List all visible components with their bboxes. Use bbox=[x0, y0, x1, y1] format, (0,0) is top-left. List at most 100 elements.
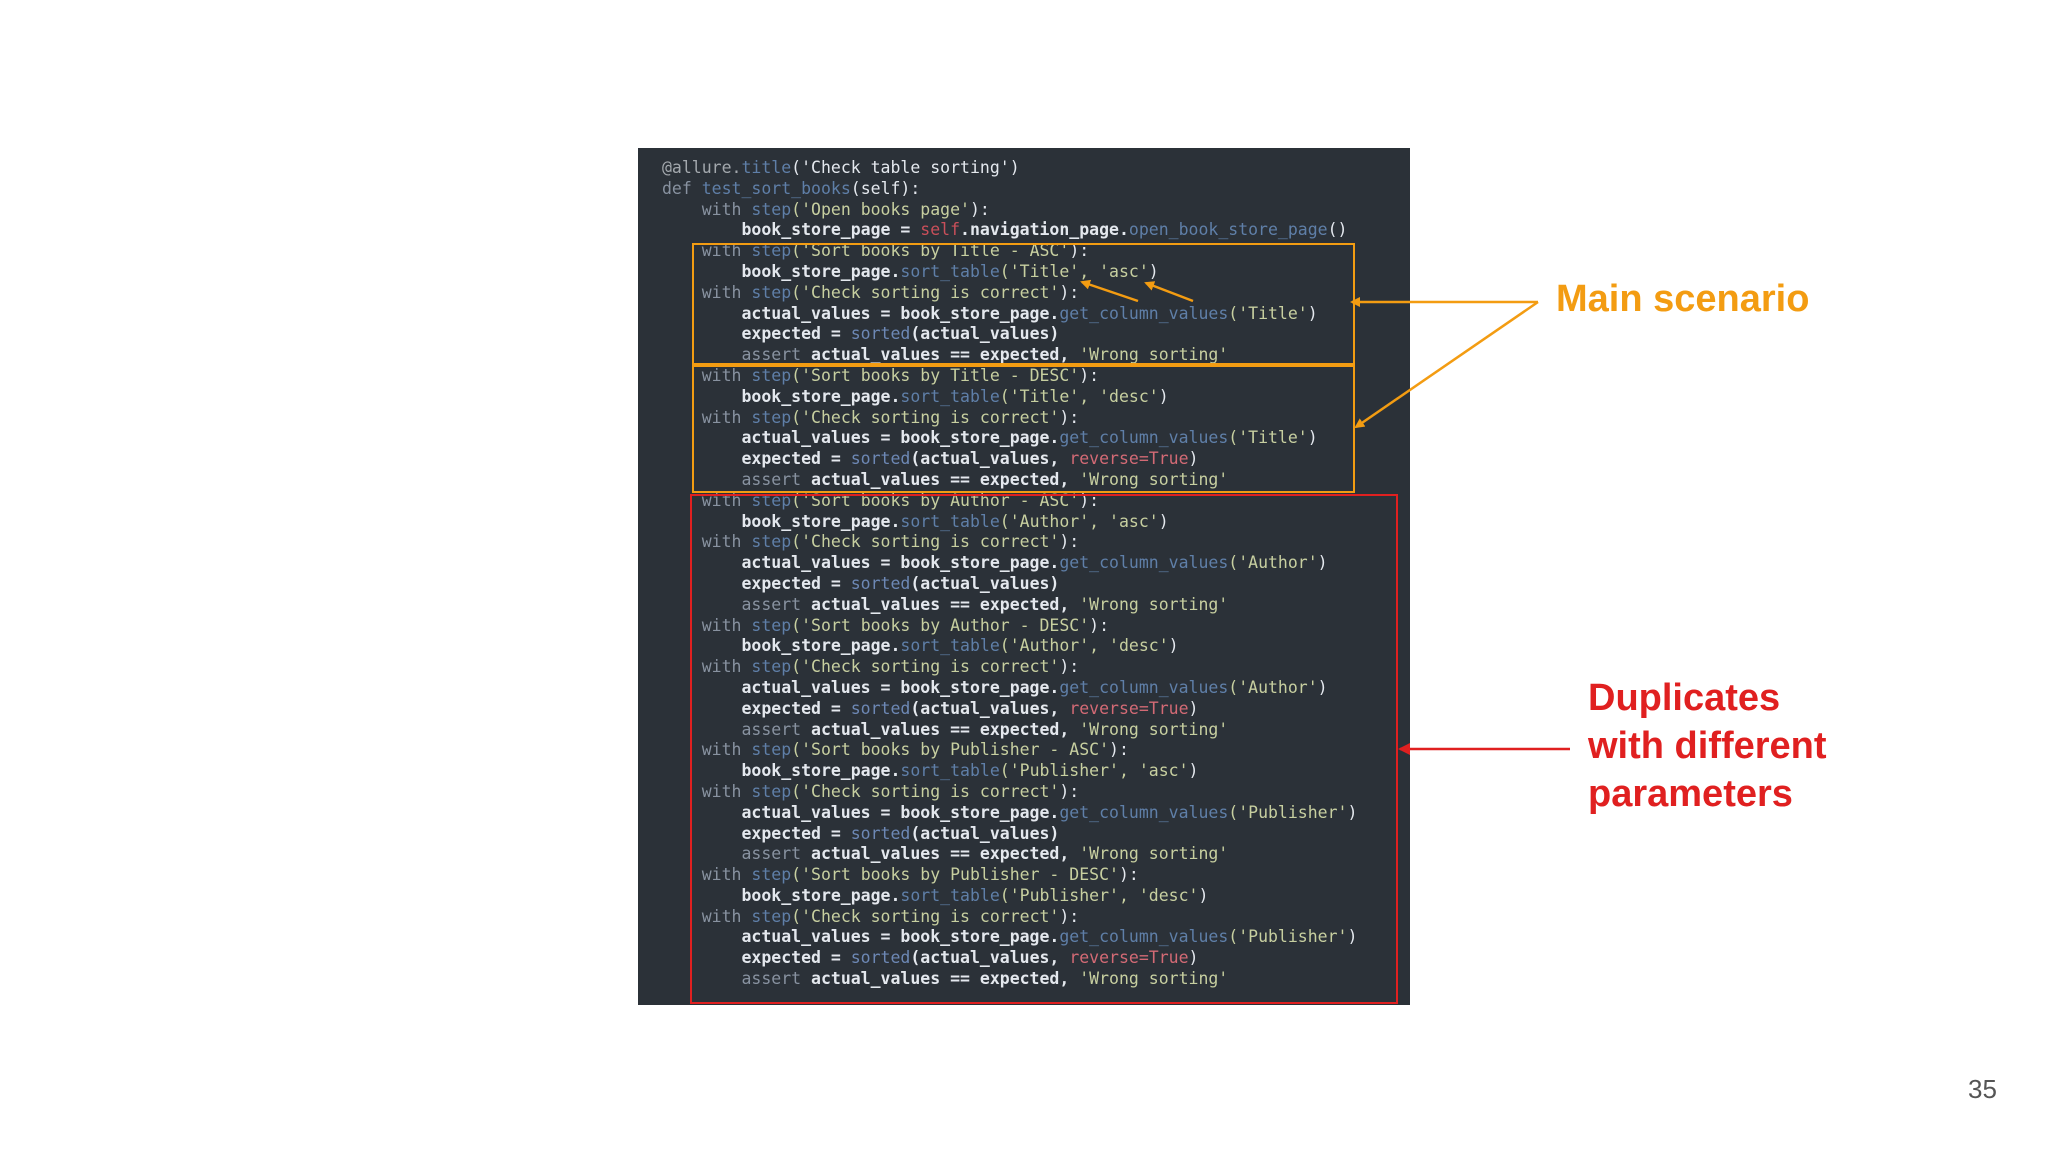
code-token: book_store_page. bbox=[900, 428, 1060, 448]
code-token: def bbox=[662, 178, 702, 198]
code-token: get_column_values bbox=[1059, 303, 1229, 323]
code-token: ) bbox=[1198, 885, 1209, 905]
code-line: expected = sorted(actual_values, reverse… bbox=[662, 449, 1357, 470]
code-token: ): bbox=[1059, 906, 1080, 926]
code-token: actual_values = bbox=[662, 553, 901, 573]
code-token: with bbox=[662, 199, 752, 219]
code-line: book_store_page.sort_table('Author', 'as… bbox=[662, 512, 1357, 533]
code-line: expected = sorted(actual_values) bbox=[662, 824, 1357, 845]
code-token: with bbox=[662, 615, 752, 635]
code-token: (actual_values) bbox=[910, 573, 1060, 593]
code-token: ('Title' bbox=[1228, 303, 1308, 323]
code-token: expected = bbox=[662, 698, 851, 718]
code-token: book_store_page. bbox=[900, 802, 1060, 822]
code-token: actual_values = bbox=[662, 428, 901, 448]
code-token: 'Wrong sorting' bbox=[1079, 469, 1229, 489]
code-token: book_store_page. bbox=[662, 261, 901, 281]
code-token: with bbox=[662, 365, 752, 385]
code-line: assert actual_values == expected, 'Wrong… bbox=[662, 595, 1357, 616]
code-token: sorted bbox=[850, 698, 911, 718]
code-token: step bbox=[751, 615, 792, 635]
code-token: assert bbox=[662, 345, 812, 365]
code-token: 'Wrong sorting' bbox=[1079, 719, 1229, 739]
code-line: with step('Check sorting is correct'): bbox=[662, 907, 1357, 928]
code-line: assert actual_values == expected, 'Wrong… bbox=[662, 720, 1357, 741]
code-token: ) bbox=[1168, 636, 1179, 656]
code-token: book_store_page. bbox=[662, 885, 901, 905]
code-line: with step('Open books page'): bbox=[662, 200, 1357, 221]
code-line: actual_values = book_store_page.get_colu… bbox=[662, 678, 1357, 699]
code-token: ): bbox=[1059, 532, 1080, 552]
code-token: sorted bbox=[850, 449, 911, 469]
code-token: () bbox=[1327, 220, 1348, 240]
code-token: assert bbox=[662, 594, 812, 614]
code-token: with bbox=[662, 865, 752, 885]
code-token: ('Publisher', 'desc' bbox=[999, 885, 1199, 905]
code-token: ): bbox=[1059, 407, 1080, 427]
code-token: sort_table bbox=[900, 885, 1000, 905]
code-token: ) bbox=[1188, 698, 1199, 718]
code-token: expected = bbox=[662, 823, 851, 843]
code-line: book_store_page = self.navigation_page.o… bbox=[662, 220, 1357, 241]
code-token: book_store_page. bbox=[662, 636, 901, 656]
code-token: self bbox=[920, 220, 961, 240]
code-token: ('Publisher' bbox=[1228, 927, 1348, 947]
code-token: step bbox=[751, 241, 792, 261]
code-token: (actual_values, bbox=[910, 449, 1070, 469]
code-token: reverse=True bbox=[1069, 698, 1189, 718]
code-block: @allure.title('Check table sorting')def … bbox=[662, 158, 1357, 990]
duplicates-label-line-3: parameters bbox=[1588, 773, 1793, 815]
code-token: ): bbox=[969, 199, 990, 219]
code-line: book_store_page.sort_table('Title', 'asc… bbox=[662, 262, 1357, 283]
code-token: book_store_page. bbox=[662, 386, 901, 406]
code-token: actual_values == expected, bbox=[811, 469, 1080, 489]
code-line: with step('Sort books by Title - ASC'): bbox=[662, 241, 1357, 262]
code-line: actual_values = book_store_page.get_colu… bbox=[662, 428, 1357, 449]
code-token: get_column_values bbox=[1059, 927, 1229, 947]
code-token: expected = bbox=[662, 948, 851, 968]
code-token: 'Wrong sorting' bbox=[1079, 345, 1229, 365]
code-token: step bbox=[751, 781, 792, 801]
code-token: ('Check sorting is correct' bbox=[791, 282, 1060, 302]
code-token: sorted bbox=[850, 324, 911, 344]
code-token: actual_values = bbox=[662, 303, 901, 323]
code-token: ): bbox=[1059, 282, 1080, 302]
code-line: book_store_page.sort_table('Title', 'des… bbox=[662, 387, 1357, 408]
code-token: book_store_page. bbox=[900, 677, 1060, 697]
code-token: book_store_page. bbox=[900, 553, 1060, 573]
code-token: ('Sort books by Title - DESC' bbox=[791, 365, 1080, 385]
code-line: with step('Sort books by Publisher - DES… bbox=[662, 865, 1357, 886]
code-token: step bbox=[751, 407, 792, 427]
code-token: expected = bbox=[662, 573, 851, 593]
code-token: get_column_values bbox=[1059, 553, 1229, 573]
code-token: actual_values == expected, bbox=[811, 844, 1080, 864]
code-token: ('Check table sorting') bbox=[791, 158, 1020, 177]
duplicates-label-line-1: Duplicates bbox=[1588, 677, 1781, 719]
slide-page-number: 35 bbox=[1968, 1074, 1997, 1104]
duplicates-box bbox=[690, 494, 1398, 1004]
code-token: actual_values = bbox=[662, 802, 901, 822]
code-token: ('Sort books by Author - DESC' bbox=[791, 615, 1090, 635]
duplicates-label: Duplicates with different parameters bbox=[1588, 674, 1827, 818]
code-line: book_store_page.sort_table('Publisher', … bbox=[662, 761, 1357, 782]
code-line: with step('Check sorting is correct'): bbox=[662, 283, 1357, 304]
code-token: actual_values = bbox=[662, 677, 901, 697]
code-token: with bbox=[662, 657, 752, 677]
duplicates-label-line-2: with different bbox=[1588, 725, 1827, 767]
code-token: assert bbox=[662, 969, 812, 989]
code-line: with step('Sort books by Title - DESC'): bbox=[662, 366, 1357, 387]
code-line: book_store_page.sort_table('Publisher', … bbox=[662, 886, 1357, 907]
code-token: ) bbox=[1188, 761, 1199, 781]
code-token: ) bbox=[1307, 303, 1318, 323]
code-token: with bbox=[662, 241, 752, 261]
code-line: with step('Check sorting is correct'): bbox=[662, 408, 1357, 429]
code-token: (self): bbox=[850, 178, 921, 198]
code-token: ): bbox=[1089, 615, 1110, 635]
code-line: with step('Check sorting is correct'): bbox=[662, 782, 1357, 803]
code-token: sorted bbox=[850, 948, 911, 968]
code-line: @allure.title('Check table sorting') bbox=[662, 158, 1357, 179]
code-token: actual_values == expected, bbox=[811, 969, 1080, 989]
code-line: expected = sorted(actual_values, reverse… bbox=[662, 699, 1357, 720]
code-token: step bbox=[751, 282, 792, 302]
code-line: actual_values = book_store_page.get_colu… bbox=[662, 553, 1357, 574]
